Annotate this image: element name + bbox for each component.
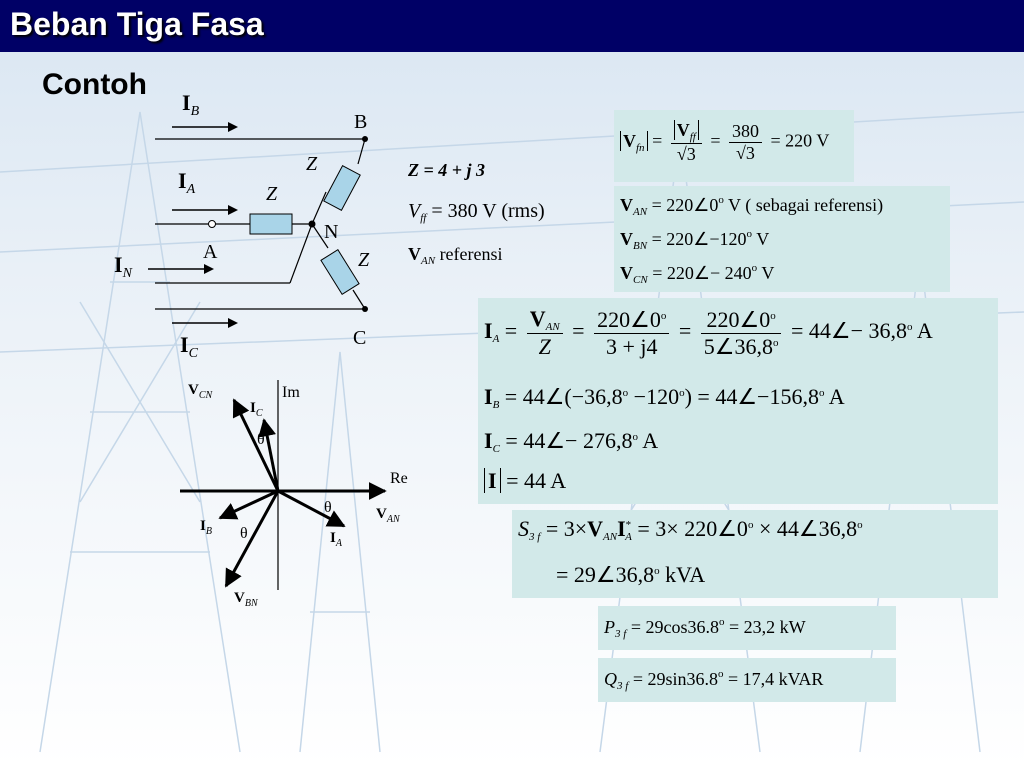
ic-equation: IC = 44∠− 276,8o A <box>484 428 659 455</box>
q3f-equation: Q3 f = 29sin36.8o = 17,4 kVAR <box>604 668 824 692</box>
given-vff: Vff = 380 V (rms) <box>408 200 545 224</box>
vector-ic <box>258 418 280 492</box>
ib-equation: IB = 44∠(−36,8o −120o) = 44∠−156,8o A <box>484 384 845 411</box>
vcn-equation: VCN = 220∠− 240o V <box>620 262 775 286</box>
s3f-result: = 29∠36,8o kVA <box>556 562 706 587</box>
node-c: C <box>353 327 366 349</box>
theta-right: θ <box>324 499 332 516</box>
label-vbn: VBN <box>234 590 259 609</box>
impedance-c <box>320 249 360 295</box>
label-ia: IA <box>178 168 196 197</box>
given-vref: VAN referensi <box>408 244 503 267</box>
impedance-b <box>323 164 361 212</box>
phasor-diagram: Im Re VCN IC θ θ θ VAN IB IA VBN <box>180 380 408 609</box>
label-ib: IB <box>182 90 200 119</box>
vfn-equation: Vfn = Vff√3 = 380√3 = 220 V <box>620 120 829 165</box>
impedance-a <box>249 213 293 235</box>
s3f-equation: S3 f = 3×VANI*A = 3× 220∠0o × 44∠36,8o <box>518 516 863 543</box>
title-bar: Beban Tiga Fasa <box>0 0 1024 52</box>
label-vcn: VCN <box>188 382 214 401</box>
slide-subtitle: Contoh <box>42 68 147 101</box>
given-impedance: Z = 4 + j 3 <box>408 160 486 180</box>
van-equation: VAN = 220∠0o V ( sebagai referensi) <box>620 194 884 218</box>
theta-upper: θ <box>257 431 265 448</box>
p3f-equation: P3 f = 29cos36.8o = 23,2 kW <box>604 616 806 640</box>
label-in: IN <box>114 252 133 281</box>
label-ic: IC <box>180 332 199 361</box>
reactive-power-box: Q3 f = 29sin36.8o = 17,4 kVAR <box>598 658 896 702</box>
node-b: B <box>354 111 367 133</box>
label-ib: IB <box>200 518 212 537</box>
slide-title: Beban Tiga Fasa <box>10 6 264 42</box>
node-n: N <box>324 221 338 243</box>
label-ic: IC <box>250 400 263 419</box>
axis-im-label: Im <box>282 384 300 401</box>
node-a: A <box>203 241 218 263</box>
complex-power-box: S3 f = 3×VANI*A = 3× 220∠0o × 44∠36,8o =… <box>512 510 998 598</box>
label-van: VAN <box>376 506 401 525</box>
vfn-equation-box: Vfn = Vff√3 = 380√3 = 220 V <box>614 110 854 182</box>
vector-ib <box>218 489 279 520</box>
real-power-box: P3 f = 29cos36.8o = 23,2 kW <box>598 606 896 650</box>
vector-ia <box>277 489 346 528</box>
phase-voltage-box: VAN = 220∠0o V ( sebagai referensi) VBN … <box>614 186 950 292</box>
theta-lower: θ <box>240 525 248 542</box>
z-label-c: Z <box>358 249 370 271</box>
z-label-b: Z <box>306 153 318 175</box>
vector-vbn <box>224 490 280 588</box>
vbn-equation: VBN = 220∠−120o V <box>620 228 770 252</box>
axis-re-label: Re <box>390 470 408 487</box>
vector-vcn <box>232 398 280 492</box>
current-magnitude: I = 44 A <box>484 468 566 494</box>
wye-circuit-diagram: IB IA IN IC B A N C Z Z Z <box>114 90 370 361</box>
z-label-a: Z <box>266 183 278 205</box>
label-ia: IA <box>330 530 343 549</box>
